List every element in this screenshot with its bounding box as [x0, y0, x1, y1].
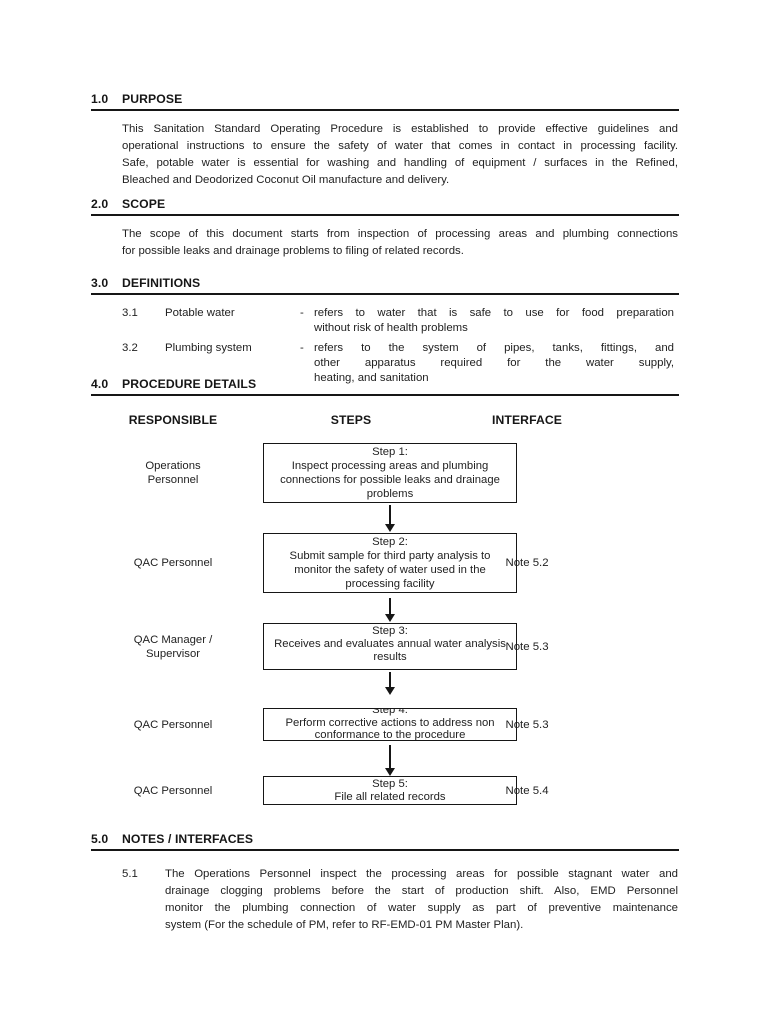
- text-line: Bleached and Deodorized Coconut Oil manu…: [122, 174, 450, 186]
- column-header-steps: STEPS: [330, 413, 372, 427]
- arrow-stem: [389, 598, 391, 614]
- step-text: Perform corrective actions to address no…: [285, 716, 495, 741]
- responsible-label: QAC Manager / Supervisor: [133, 633, 213, 660]
- step-title: Step 4:: [372, 708, 408, 716]
- definition-item: 3.1 Potable water - refers to water that…: [122, 306, 678, 336]
- step-title: Step 1:: [372, 446, 408, 458]
- note-item: 5.1 The Operations Personnel inspect the…: [122, 866, 678, 934]
- section-title: SCOPE: [122, 197, 166, 211]
- arrow-stem: [389, 745, 391, 768]
- text-line: other apparatus required for the water s…: [314, 357, 674, 369]
- section-title: PROCEDURE DETAILS: [122, 377, 257, 391]
- flow-arrow-down: [384, 505, 396, 532]
- section-title: NOTES / INTERFACES: [122, 832, 254, 846]
- note-text: The Operations Personnel inspect the pro…: [165, 866, 678, 934]
- interface-note: Note 5.3: [505, 718, 549, 731]
- step-box-1: Step 1: Inspect processing areas and plu…: [263, 443, 517, 503]
- step-text: Receives and evaluates annual water anal…: [274, 638, 506, 663]
- flow-arrow-down: [384, 672, 396, 695]
- text-line: for possible leaks and drainage problems…: [122, 245, 464, 257]
- step-box-4: Step 4: Perform corrective actions to ad…: [263, 708, 517, 741]
- definition-item: 3.2 Plumbing system - refers to the syst…: [122, 341, 678, 386]
- step-text: Inspect processing areas and plumbing co…: [280, 460, 500, 500]
- definition-text: refers to the system of pipes, tanks, fi…: [314, 341, 674, 386]
- step-box-5: Step 5: File all related records: [263, 776, 517, 805]
- flow-arrow-down: [384, 598, 396, 622]
- interface-note: Note 5.3: [505, 640, 549, 653]
- column-header-responsible: RESPONSIBLE: [128, 413, 218, 427]
- text-line: drainage clogging problems before the st…: [165, 885, 678, 897]
- section-number: 2.0: [91, 197, 109, 211]
- arrow-head-icon: [385, 524, 395, 532]
- text-line: Safe, potable water is essential for was…: [122, 157, 678, 169]
- step-text: File all related records: [334, 791, 446, 803]
- arrow-head-icon: [385, 614, 395, 622]
- responsible-label: QAC Personnel: [133, 784, 213, 797]
- responsible-label: Operations Personnel: [145, 460, 201, 486]
- interface-note: Note 5.4: [505, 784, 549, 797]
- interface-note: Note 5.2: [505, 557, 549, 569]
- text-line: refers to water that is safe to use for …: [314, 307, 674, 319]
- responsible-label: QAC Personnel: [133, 718, 213, 731]
- definition-number: 3.2: [122, 342, 138, 354]
- text-line: refers to the system of pipes, tanks, fi…: [314, 342, 674, 354]
- step-box-3: Step 3: Receives and evaluates annual wa…: [263, 623, 517, 670]
- definition-dash: -: [300, 342, 304, 354]
- step-box-content: Step 2: Submit sample for third party an…: [264, 534, 516, 591]
- flow-arrow-down: [384, 745, 396, 776]
- note-number: 5.1: [122, 868, 138, 880]
- section-number: 5.0: [91, 832, 109, 846]
- step-text: Submit sample for third party analysis t…: [289, 550, 491, 590]
- step-title: Step 5:: [372, 778, 408, 790]
- section-number: 4.0: [91, 377, 109, 391]
- section-heading-notes: 5.0 NOTES / INTERFACES: [91, 832, 679, 851]
- text-line: This Sanitation Standard Operating Proce…: [122, 123, 678, 135]
- arrow-stem: [389, 505, 391, 524]
- section-title: PURPOSE: [122, 92, 183, 106]
- purpose-paragraph: This Sanitation Standard Operating Proce…: [122, 121, 678, 189]
- text-line: monitor the plumbing connection of water…: [165, 902, 678, 914]
- responsible-label: QAC Personnel: [133, 557, 213, 569]
- step-title: Step 3:: [372, 625, 408, 637]
- text-line: The scope of this document starts from i…: [122, 228, 678, 240]
- definition-number: 3.1: [122, 307, 138, 319]
- text-line: operational instructions to ensure the s…: [122, 140, 678, 152]
- section-heading-procedure: 4.0 PROCEDURE DETAILS: [91, 377, 679, 396]
- definitions-list: 3.1 Potable water - refers to water that…: [122, 306, 678, 391]
- step-box-content: Step 4: Perform corrective actions to ad…: [264, 708, 516, 741]
- step-box-content: Step 1: Inspect processing areas and plu…: [264, 444, 516, 501]
- arrow-head-icon: [385, 768, 395, 776]
- definition-text: refers to water that is safe to use for …: [314, 306, 674, 336]
- section-number: 1.0: [91, 92, 109, 106]
- column-header-interface: INTERFACE: [492, 413, 562, 427]
- scope-paragraph: The scope of this document starts from i…: [122, 226, 678, 260]
- text-line: system (For the schedule of PM, refer to…: [165, 919, 524, 931]
- arrow-stem: [389, 672, 391, 687]
- step-box-content: Step 3: Receives and evaluates annual wa…: [264, 624, 516, 664]
- section-heading-scope: 2.0 SCOPE: [91, 197, 679, 216]
- definition-term: Plumbing system: [165, 342, 252, 354]
- text-line: without risk of health problems: [314, 322, 468, 334]
- section-heading-definitions: 3.0 DEFINITIONS: [91, 276, 679, 295]
- step-box-2: Step 2: Submit sample for third party an…: [263, 533, 517, 593]
- step-title: Step 2:: [372, 536, 408, 548]
- arrow-head-icon: [385, 687, 395, 695]
- definition-term: Potable water: [165, 307, 235, 319]
- text-line: The Operations Personnel inspect the pro…: [165, 868, 678, 880]
- section-title: DEFINITIONS: [122, 276, 201, 290]
- definition-dash: -: [300, 307, 304, 319]
- text-line: heating, and sanitation: [314, 372, 429, 384]
- notes-list: 5.1 The Operations Personnel inspect the…: [122, 866, 678, 934]
- step-box-content: Step 5: File all related records: [264, 777, 516, 804]
- section-heading-purpose: 1.0 PURPOSE: [91, 92, 679, 111]
- section-number: 3.0: [91, 276, 109, 290]
